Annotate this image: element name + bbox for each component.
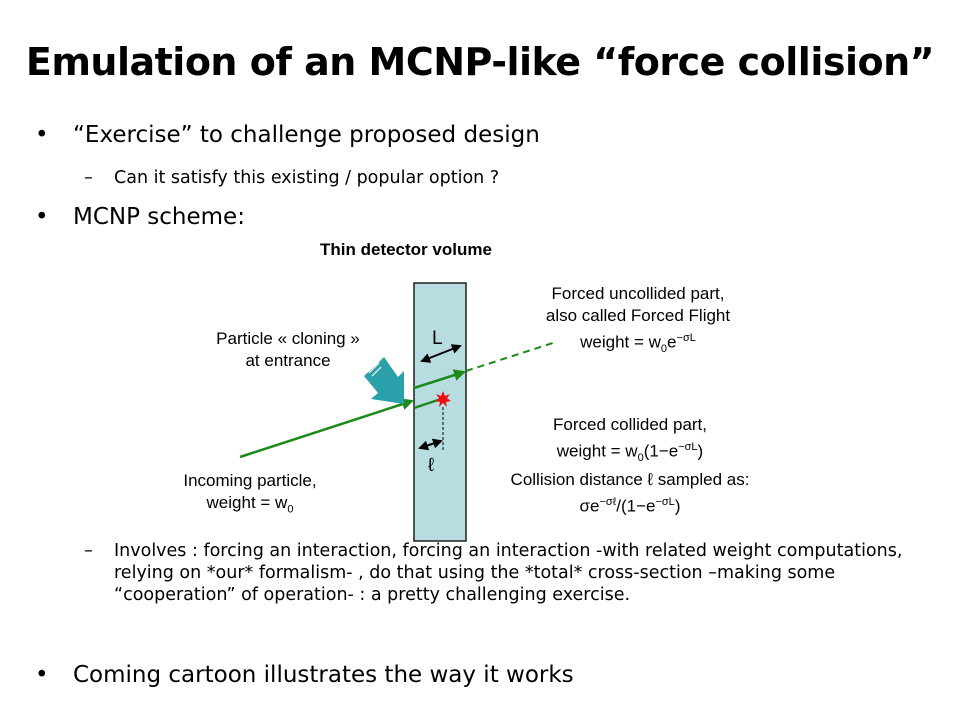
- bullet-exercise-text: “Exercise” to challenge proposed design: [73, 122, 540, 148]
- pdf-prefix: σe: [579, 496, 600, 516]
- incoming-label: Incoming particle, weight = w0: [130, 470, 370, 520]
- uncollided-line2: also called Forced Flight: [545, 306, 731, 325]
- collided-label: Forced collided part, weight = w0(1−e−σL…: [455, 414, 805, 518]
- collision-star-icon: [435, 391, 451, 407]
- detector-title: Thin detector volume: [320, 240, 492, 259]
- ell-label: ℓ: [428, 455, 435, 476]
- bullet-coming-cartoon: • Coming cartoon illustrates the way it …: [35, 662, 574, 688]
- slide-title: Emulation of an MCNP-like “force collisi…: [25, 40, 935, 84]
- bullet-marker: •: [35, 662, 49, 688]
- bullet-mcnp-scheme: • MCNP scheme:: [35, 204, 245, 230]
- bullet-mcnp-text: MCNP scheme:: [73, 204, 245, 230]
- collided-weight: weight = w0(1−e−σL): [455, 436, 805, 469]
- cloning-label-line1: Particle « cloning »: [216, 329, 360, 348]
- collided-weight-mid: (1−e: [643, 441, 679, 461]
- pdf-sup2: −σL: [655, 496, 675, 509]
- ell-dimension-arrow: [418, 438, 443, 451]
- uncollided-weight-mid: e: [667, 332, 677, 352]
- bullet-exercise: • “Exercise” to challenge proposed desig…: [35, 122, 540, 148]
- cloning-arrow-icon: [364, 357, 404, 404]
- collided-weight-prefix: weight = w: [556, 441, 638, 461]
- pdf-mid: /(1−e: [616, 496, 656, 516]
- uncollided-line1: Forced uncollided part,: [551, 284, 725, 303]
- uncollided-weight-prefix: weight = w: [580, 332, 661, 352]
- collided-track: [413, 398, 439, 410]
- uncollided-label: Forced uncollided part, also called Forc…: [508, 283, 768, 360]
- forced-flight-track: [413, 369, 466, 390]
- uncollided-weight-sup: −σL: [676, 332, 696, 344]
- collision-pdf: σe−σℓ/(1−e−σL): [455, 491, 805, 518]
- uncollided-weight: weight = w0e−σL: [508, 327, 768, 360]
- uncollided-weight-sub: 0: [660, 343, 668, 356]
- incoming-track: [239, 398, 414, 459]
- L-dimension-arrow: [420, 344, 462, 363]
- pdf-end: ): [674, 496, 681, 516]
- bullet-marker: •: [35, 204, 49, 230]
- collided-weight-sub: 0: [637, 452, 644, 465]
- collision-distance-line: Collision distance ℓ sampled as:: [510, 470, 750, 490]
- cloning-label-line2: at entrance: [245, 351, 331, 370]
- forced-flight-dashed: [465, 341, 557, 372]
- sub-bullet-satisfy-text: Can it satisfy this existing / popular o…: [114, 168, 500, 188]
- collided-line1: Forced collided part,: [552, 415, 708, 434]
- incoming-weight-prefix: weight = w: [206, 493, 288, 512]
- sub-bullet-satisfy: – Can it satisfy this existing / popular…: [84, 168, 500, 188]
- incoming-line1: Incoming particle,: [183, 471, 317, 490]
- sub-bullet-involves-text: Involves : forcing an interaction, forci…: [114, 541, 903, 605]
- bullet-marker: •: [35, 122, 49, 148]
- sub-bullet-marker: –: [84, 168, 93, 188]
- sub-bullet-involves: – Involves : forcing an interaction, for…: [84, 540, 914, 606]
- incoming-weight-sub: 0: [287, 503, 294, 516]
- cloning-label: Particle « cloning » at entrance: [183, 328, 393, 372]
- incoming-line2: weight = w0: [130, 492, 370, 520]
- collided-weight-sup: −σL: [678, 441, 698, 453]
- detector-slab: [413, 282, 467, 542]
- bullet-coming-text: Coming cartoon illustrates the way it wo…: [73, 662, 574, 688]
- L-label: L: [432, 328, 443, 349]
- sub-bullet-marker: –: [84, 541, 93, 561]
- collided-weight-end: ): [697, 441, 704, 461]
- pdf-sup1: −σℓ: [599, 496, 617, 509]
